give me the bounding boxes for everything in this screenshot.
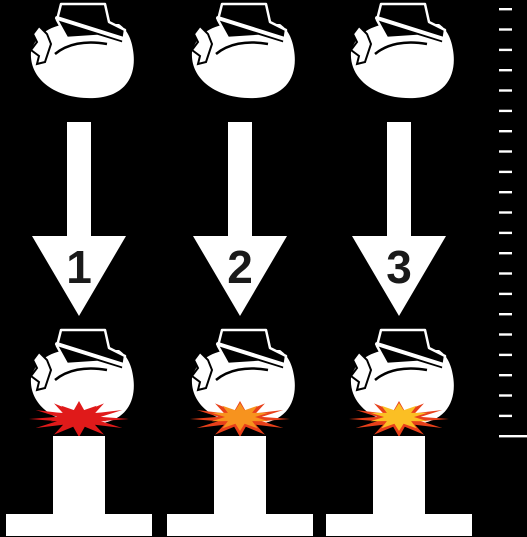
ruler-tick bbox=[499, 69, 512, 72]
anvil-column bbox=[214, 436, 266, 514]
visor-line bbox=[54, 367, 108, 381]
ruler-tick bbox=[499, 191, 512, 194]
visor-line bbox=[54, 41, 108, 55]
test-panel-2: 2 bbox=[167, 2, 313, 536]
ruler-tick bbox=[499, 252, 512, 255]
visor-line bbox=[374, 367, 428, 381]
face-profile bbox=[349, 350, 373, 392]
anvil-base bbox=[326, 514, 472, 536]
head-shape bbox=[191, 24, 295, 99]
falling-helmet bbox=[349, 2, 454, 99]
drop-arrow-head bbox=[352, 236, 446, 316]
ruler-tick bbox=[499, 48, 512, 52]
ruler-tick bbox=[499, 231, 512, 235]
drop-arrow-shaft bbox=[387, 122, 411, 242]
head-shape bbox=[30, 24, 134, 99]
ruler-tick bbox=[499, 8, 512, 11]
ruler-tick bbox=[499, 211, 512, 214]
ruler-tick bbox=[499, 313, 512, 316]
step-number: 2 bbox=[227, 241, 253, 293]
face-profile bbox=[190, 24, 214, 66]
ruler-tick bbox=[499, 89, 512, 92]
visor-line bbox=[215, 41, 269, 55]
helmet-strap bbox=[216, 16, 290, 42]
visor-line bbox=[215, 367, 269, 381]
step-number: 1 bbox=[66, 241, 92, 293]
helmet-strap bbox=[375, 342, 449, 368]
ruler-tick bbox=[499, 292, 512, 296]
impact-burst-core bbox=[370, 403, 428, 431]
head-shape bbox=[350, 24, 454, 99]
face-profile bbox=[29, 350, 53, 392]
anvil-base bbox=[167, 514, 313, 536]
drop-arrow-head bbox=[32, 236, 126, 316]
anvil-column bbox=[373, 436, 425, 514]
impact-burst-core bbox=[50, 403, 108, 431]
ruler-tick bbox=[499, 150, 512, 153]
drop-arrow-head bbox=[193, 236, 287, 316]
test-panel-1: 1 bbox=[6, 2, 152, 536]
drop-arrow-shaft bbox=[228, 122, 252, 242]
falling-helmet bbox=[190, 2, 295, 99]
height-ruler bbox=[499, 8, 527, 438]
test-panel-3: 3 bbox=[326, 2, 472, 536]
ruler-tick bbox=[499, 394, 512, 397]
ruler-tick bbox=[499, 130, 512, 133]
ruler-tick bbox=[499, 353, 512, 357]
helmet-strap bbox=[55, 16, 129, 42]
face-profile bbox=[29, 24, 53, 66]
face-profile bbox=[190, 350, 214, 392]
ruler-tick bbox=[499, 170, 512, 174]
visor-line bbox=[374, 41, 428, 55]
step-number: 3 bbox=[386, 241, 412, 293]
ruler-tick bbox=[499, 435, 527, 438]
ruler-tick bbox=[499, 28, 512, 31]
anvil-column bbox=[53, 436, 105, 514]
ruler-tick bbox=[499, 109, 512, 113]
impact-burst-core bbox=[211, 403, 269, 431]
ruler-tick bbox=[499, 374, 512, 377]
ruler-tick bbox=[499, 414, 512, 418]
ruler-tick bbox=[499, 333, 512, 336]
anvil-base bbox=[6, 514, 152, 536]
helmet-strap bbox=[216, 342, 290, 368]
face-profile bbox=[349, 24, 373, 66]
helmet-strap bbox=[375, 16, 449, 42]
ruler-tick bbox=[499, 272, 512, 275]
helmet-strap bbox=[55, 342, 129, 368]
drop-arrow-shaft bbox=[67, 122, 91, 242]
falling-helmet bbox=[29, 2, 134, 99]
